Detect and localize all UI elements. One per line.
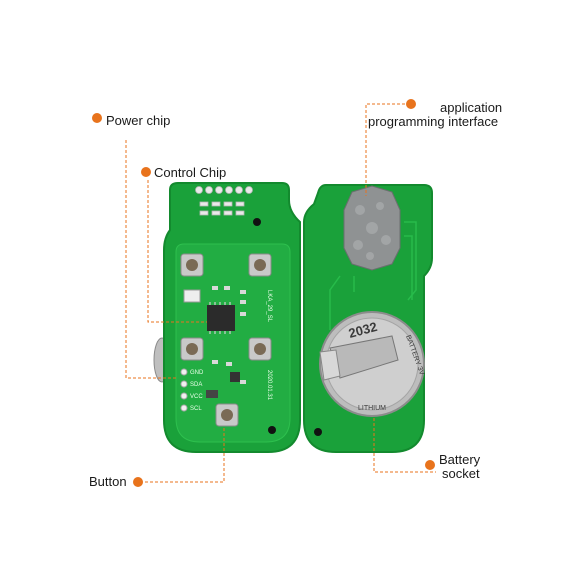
tact-switches: [180, 253, 272, 427]
control-chip-label: Control Chip: [154, 165, 227, 180]
passives: [206, 286, 246, 398]
pin-holes: [180, 368, 188, 412]
top-connector-pads: [195, 186, 253, 216]
battery-socket-label-2: socket: [442, 466, 480, 481]
back-board: 2032 BATTERY 3V LITHIUM: [303, 184, 433, 453]
pin-label-scl: SCL: [190, 406, 202, 412]
traces: [329, 221, 417, 330]
app-interface-dot: [406, 99, 416, 109]
app-interface-label-1: application: [440, 100, 503, 115]
bottom-hole: [268, 426, 276, 434]
power-chip-dot: [92, 113, 102, 123]
front-board: GND SDA VCC SCL LKA_29_SL 2020.01.31: [153, 182, 301, 453]
control-chip-dot: [141, 167, 151, 177]
front-board-inner: [175, 243, 291, 443]
callout-lines: [125, 103, 436, 483]
battery-socket-label-1: Battery: [439, 452, 481, 467]
battery-model: 2032: [347, 319, 379, 341]
crystal: [183, 289, 201, 303]
power-chip-label: Power chip: [106, 113, 171, 128]
pin-label-sda: SDA: [190, 382, 202, 388]
app-interface-label-2: programming interface: [368, 114, 499, 129]
button-label: Button: [89, 474, 127, 489]
battery-lithium: LITHIUM: [358, 405, 386, 412]
pin-label-gnd: GND: [190, 370, 204, 376]
mount-hole: [253, 218, 261, 226]
coin-battery: [319, 311, 425, 417]
button-dot: [133, 477, 143, 487]
battery-socket-dot: [425, 460, 435, 470]
control-chip: [207, 302, 235, 334]
silk-model: LKA_29_SL: [266, 290, 272, 323]
silk-date: 2020.01.31: [266, 370, 272, 401]
connector-texture: [353, 202, 391, 260]
pin-label-vcc: VCC: [190, 394, 203, 400]
back-bottom-hole: [314, 428, 322, 436]
